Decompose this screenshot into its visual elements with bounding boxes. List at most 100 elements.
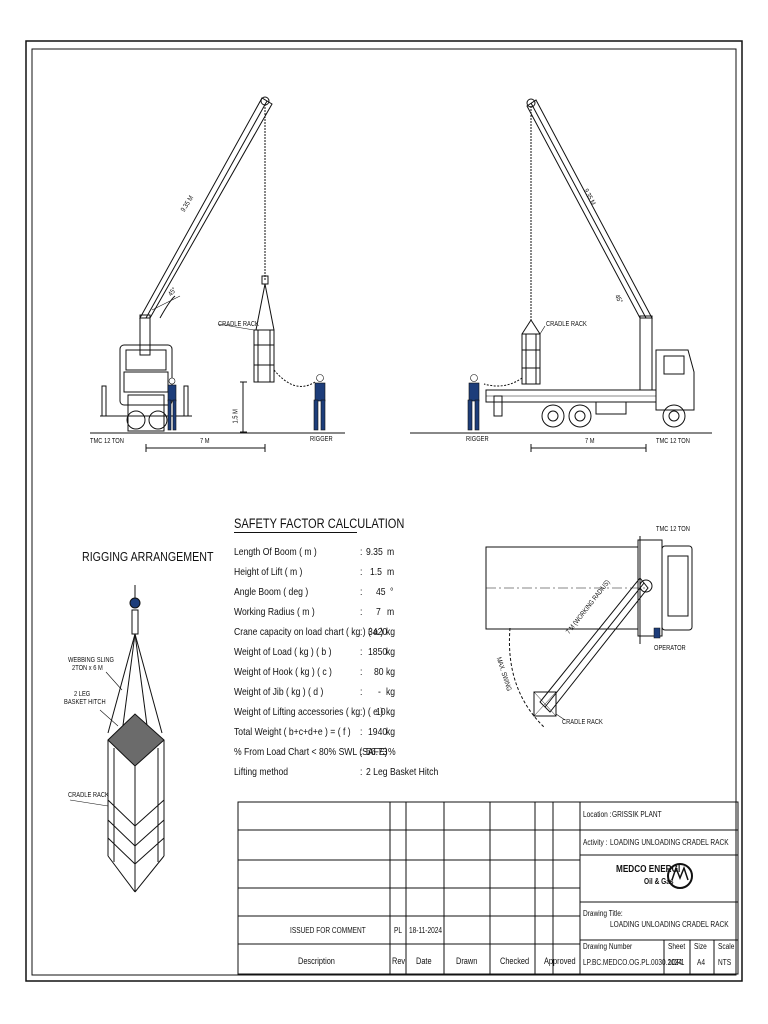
left-elevation-view — [90, 96, 345, 452]
header-description: Description — [298, 956, 335, 966]
drawing-number-value: LP.BC.MEDCO.OG.PL.0030.2024 — [583, 958, 683, 967]
calc-row-value: 1.5 — [370, 566, 382, 578]
rigger-label-right: RIGGER — [466, 436, 489, 443]
revision-rev: PL — [394, 926, 403, 935]
calc-row-value: - — [378, 686, 381, 698]
calc-row-colon: : — [360, 726, 363, 738]
calc-row-colon: : — [360, 646, 363, 658]
calculation-title: SAFETY FACTOR CALCULATION — [234, 516, 405, 531]
calc-row-label: Angle Boom ( deg ) — [234, 586, 309, 598]
rigger-label-left: RIGGER — [310, 436, 333, 443]
calc-row-colon: : — [360, 706, 363, 718]
header-checked: Checked — [500, 956, 530, 966]
sling-label-line2: 2TON x 6 M — [72, 665, 103, 672]
boom-right — [526, 99, 653, 319]
drawing-number-label: Drawing Number — [583, 942, 633, 951]
calc-row-unit: kg — [386, 686, 396, 698]
title-block-grid — [237, 801, 739, 975]
calc-row-label: Total Weight ( b+c+d+e ) = ( f ) — [234, 726, 351, 738]
calc-row-value: 7 — [376, 606, 381, 618]
calc-row-colon: : — [360, 546, 363, 558]
plan-view — [485, 536, 693, 729]
calc-row-colon: : — [360, 746, 363, 758]
calc-row-label: Height of Lift ( m ) — [234, 566, 303, 578]
calc-row-unit: kg — [386, 626, 396, 638]
radius-label-left: 7 M — [200, 438, 210, 445]
calc-row-label: Weight of Jib ( kg ) ( d ) — [234, 686, 324, 698]
size-label: Size — [694, 942, 707, 951]
revision-description: ISSUED FOR COMMENT — [290, 926, 366, 935]
sheet-value: 1OF1 — [668, 958, 685, 967]
rigging-arrangement-drawing — [69, 585, 165, 893]
rigging-title: RIGGING ARRANGEMENT — [82, 549, 214, 564]
activity-label: Activity : — [583, 838, 608, 847]
calc-row-unit: m — [387, 566, 395, 578]
calc-row-colon: : — [360, 666, 363, 678]
operator-label-plan: OPERATOR — [654, 645, 686, 652]
load-label-left: CRADLE RACK — [218, 321, 259, 328]
calc-row-unit: % — [388, 746, 396, 758]
logo-text-line2: Oil & Gas — [644, 877, 674, 886]
calc-row-colon: : — [360, 586, 363, 598]
calc-row-value: 3420 — [368, 626, 388, 638]
worker-rigger-right — [467, 374, 480, 431]
boom-left — [139, 97, 273, 319]
calc-row-unit: kg — [386, 706, 396, 718]
calc-row-label: Lifting method — [234, 766, 289, 778]
calc-row-label: Length Of Boom ( m ) — [234, 546, 317, 558]
calculation-title-underline — [234, 532, 357, 533]
lift-height-label-left: 1.5 M — [232, 409, 240, 424]
drawing-title-label: Drawing Title: — [583, 909, 623, 918]
calc-row-label: Weight of Hook ( kg ) ( c ) — [234, 666, 332, 678]
sheet-label: Sheet — [668, 942, 686, 951]
calc-row-unit: kg — [386, 666, 396, 678]
truck-label-left: TMC 12 TON — [90, 438, 124, 445]
revision-date: 18-11-2024 — [409, 926, 443, 935]
calc-row-unit: m — [387, 546, 395, 558]
header-rev: Rev — [392, 956, 406, 966]
location-label: Location : — [583, 810, 612, 819]
calc-row-colon: : — [360, 766, 363, 778]
header-approved: Approved — [544, 956, 576, 966]
scale-label: Scale — [718, 942, 735, 951]
header-date: Date — [416, 956, 432, 966]
calc-row-colon: : — [360, 606, 363, 618]
cradle-rack-top — [107, 713, 165, 767]
calc-row-unit: kg — [386, 726, 396, 738]
calc-row-colon: : — [360, 686, 363, 698]
rack-label-rigging: CRADLE RACK — [68, 792, 109, 799]
calc-row-value: 56.73 — [366, 746, 388, 758]
calc-row-label: Weight of Lifting accessories ( kg ) ( e… — [234, 706, 384, 718]
hitch-label-line2: BASKET HITCH — [64, 699, 106, 706]
calc-row-unit: m — [387, 606, 395, 618]
load-label-plan: CRADLE RACK — [562, 719, 603, 726]
calc-row-label: Crane capacity on load chart ( kg ) ( a … — [234, 626, 384, 638]
sheet-border-inner — [31, 48, 737, 976]
drawing-title-value: LOADING UNLOADING CRADEL RACK — [610, 920, 729, 929]
hitch-label-line1: 2 LEG — [74, 691, 91, 698]
boom-plan — [539, 577, 649, 713]
activity-value: LOADING UNLOADING CRADEL RACK — [610, 838, 729, 847]
calc-row-value: 2 Leg Basket Hitch — [366, 766, 439, 778]
calc-row-unit: ° — [390, 586, 394, 598]
cradle-rack-plan — [533, 691, 557, 717]
calc-row-colon: : — [360, 566, 363, 578]
size-value: A4 — [697, 958, 706, 967]
rigging-hook — [129, 597, 141, 609]
worker-rigger-left — [313, 374, 326, 431]
calc-row-colon: : — [360, 626, 363, 638]
worker-operator-plan — [653, 627, 661, 639]
radius-label-right: 7 M — [585, 438, 595, 445]
location-value: GRISSIK PLANT — [612, 810, 662, 819]
calc-row-unit: kg — [386, 646, 396, 658]
calc-row-value: 1940 — [368, 726, 388, 738]
right-elevation-view — [410, 98, 712, 452]
medco-logo-mark — [667, 863, 693, 889]
worker-operator-left — [167, 377, 177, 431]
calc-row-label: Working Radius ( m ) — [234, 606, 315, 618]
truck-label-right: TMC 12 TON — [656, 438, 690, 445]
load-label-right: CRADLE RACK — [546, 321, 587, 328]
scale-value: NTS — [718, 958, 732, 967]
cradle-rack-left — [253, 329, 275, 383]
